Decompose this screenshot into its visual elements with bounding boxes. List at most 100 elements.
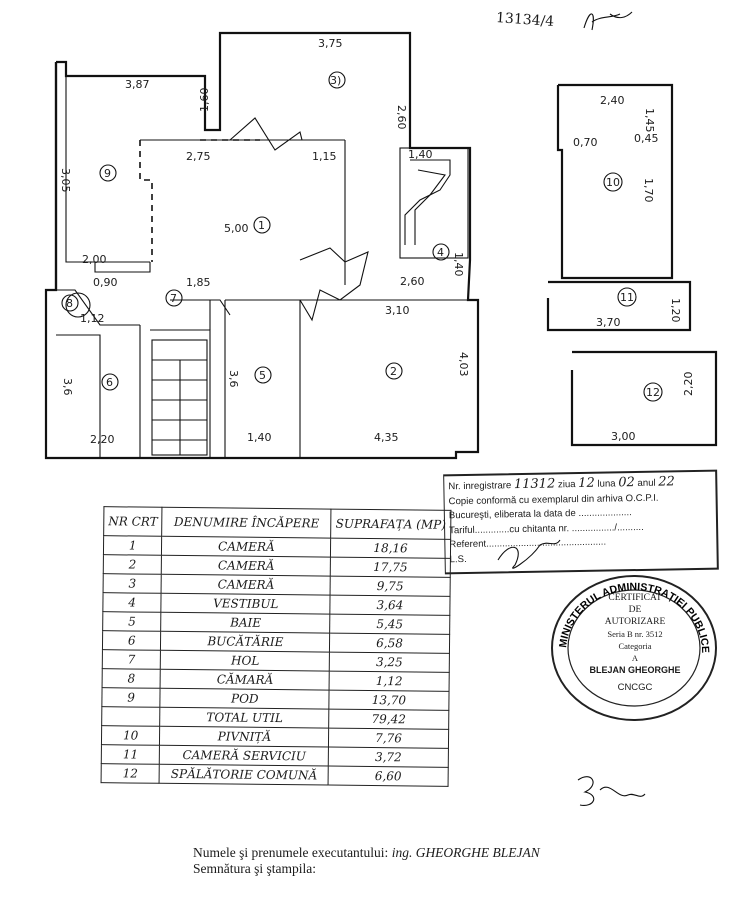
label: luna — [597, 478, 616, 490]
room-number: 12 — [646, 386, 660, 399]
room-area: 5,45 — [330, 614, 450, 635]
dim: 5,00 — [224, 222, 249, 235]
dim: 3,87 — [125, 78, 150, 91]
room-number: 8 — [66, 297, 73, 310]
room-number: 11 — [620, 291, 634, 304]
room-number: 1 — [258, 219, 265, 232]
room-area: 7,76 — [328, 728, 449, 749]
bottom-signature — [577, 776, 646, 806]
dim: 0,45 — [634, 132, 659, 145]
seal-line: Categoria — [618, 641, 652, 651]
room-number: 4 — [437, 246, 444, 259]
room-area: 17,75 — [330, 557, 451, 578]
room-name: POD — [160, 688, 330, 710]
row-number: 3 — [103, 573, 162, 594]
room-area: 79,42 — [329, 709, 449, 730]
table-header-row: NR CRT DENUMIRE ÎNCĂPERE SUPRAFAȚA (MP) — [103, 506, 451, 540]
registration-signature — [497, 539, 561, 569]
row-number: 12 — [101, 763, 160, 784]
room-name: CAMERĂ — [161, 555, 331, 577]
room-name: BUCĂTĂRIE — [160, 631, 331, 653]
label: Nr. inregistrare — [448, 480, 512, 493]
room-name: BAIE — [161, 612, 331, 634]
room-area: 6,60 — [328, 766, 448, 787]
room-name: SPĂLĂTORIE COMUNĂ — [159, 764, 329, 786]
registration-month: 02 — [618, 475, 635, 491]
label: ziua — [557, 479, 576, 491]
room-area: 1,12 — [329, 671, 449, 692]
dim: 3,75 — [318, 37, 343, 50]
dim: 2,75 — [186, 150, 211, 163]
column-header: NR CRT — [103, 506, 163, 537]
dim: 1,40 — [247, 431, 272, 444]
room-number: 10 — [606, 176, 620, 189]
row-number: 2 — [103, 554, 162, 575]
seal-line: DE — [628, 605, 642, 615]
room-name: PIVNIȚĂ — [159, 726, 330, 748]
room-number: 6 — [106, 376, 113, 389]
dim: 2,20 — [90, 433, 115, 446]
label: anul — [637, 477, 656, 490]
seal-line: AUTORIZARE — [604, 617, 666, 627]
dim: 2,20 — [682, 372, 695, 397]
signature-label: Semnătura şi ştampila: — [193, 861, 316, 876]
dim: 1,20 — [669, 298, 682, 323]
room-name: CAMERĂ — [161, 536, 331, 558]
room-number: 9 — [104, 167, 111, 180]
column-header: DENUMIRE ÎNCĂPERE — [162, 507, 332, 539]
room-number: 3) — [330, 74, 341, 87]
room-number: 5 — [259, 369, 266, 382]
row-number: 8 — [102, 668, 161, 689]
seal-content: CERTIFICAT DE AUTORIZARE Seria B nr. 351… — [564, 592, 706, 694]
dim: 1,85 — [186, 276, 211, 289]
room-table: NR CRT DENUMIRE ÎNCĂPERE SUPRAFAȚA (MP) … — [101, 506, 452, 787]
dim: 0,70 — [573, 136, 598, 149]
registration-number: 11312 — [513, 476, 556, 493]
room-number: 2 — [390, 365, 397, 378]
column-header: SUPRAFAȚA (MP) — [330, 509, 451, 540]
seal-bottom-text: CNCGC — [617, 682, 653, 693]
room-area: 3,25 — [329, 652, 450, 673]
room-area: 18,16 — [330, 538, 451, 559]
room-name: VESTIBUL — [161, 593, 331, 615]
dim: 0,90 — [93, 276, 118, 289]
room-name: CAMERĂ — [161, 574, 331, 596]
room-area: 13,70 — [329, 690, 449, 711]
registration-stamp: Nr. inregistrare 11312 ziua 12 luna 02 a… — [443, 469, 719, 575]
main-plan-walls — [44, 31, 480, 460]
dim: 2,60 — [395, 105, 408, 130]
dim: 2,40 — [600, 94, 625, 107]
row-number — [101, 706, 161, 727]
seal-line: A — [631, 653, 639, 663]
dim: 1,40 — [408, 148, 433, 161]
room-area: 3,64 — [330, 595, 450, 616]
dim: 3,70 — [596, 316, 621, 329]
dim: 2,60 — [400, 275, 425, 288]
room-area: 9,75 — [330, 576, 450, 597]
authorization-seal: MINISTERUL ADMINISTRAȚIEI PUBLICE — [551, 575, 717, 721]
room-name: HOL — [160, 650, 330, 672]
room-number: 7 — [170, 292, 177, 305]
seal-line: BLEJAN GHEORGHE — [589, 665, 681, 675]
top-signature — [583, 11, 633, 31]
secondary-plans — [546, 83, 718, 447]
dim: 1,12 — [80, 312, 105, 325]
row-number: 5 — [102, 611, 162, 632]
registration-year: 22 — [658, 474, 675, 490]
executor-name: ing. GHEORGHE BLEJAN — [391, 845, 540, 860]
row-number: 10 — [101, 725, 161, 746]
seal-line: Seria B nr. 3512 — [607, 629, 663, 639]
executor-label: Numele şi prenumele executantului: — [193, 845, 389, 860]
dim: 3,00 — [611, 430, 636, 443]
room-name: CAMERĂ SERVICIU — [159, 745, 329, 767]
room-numbers: 1 2 3) 4 5 6 7 8 9 10 11 12 — [61, 71, 663, 402]
dim: 3,05 — [59, 168, 72, 193]
registration-day: 12 — [578, 475, 595, 492]
dim: 1,15 — [312, 150, 337, 163]
room-area: 3,72 — [328, 747, 449, 768]
dim: 3,10 — [385, 304, 410, 317]
dim: 2,00 — [82, 253, 107, 266]
dim: 3,6 — [61, 378, 74, 396]
